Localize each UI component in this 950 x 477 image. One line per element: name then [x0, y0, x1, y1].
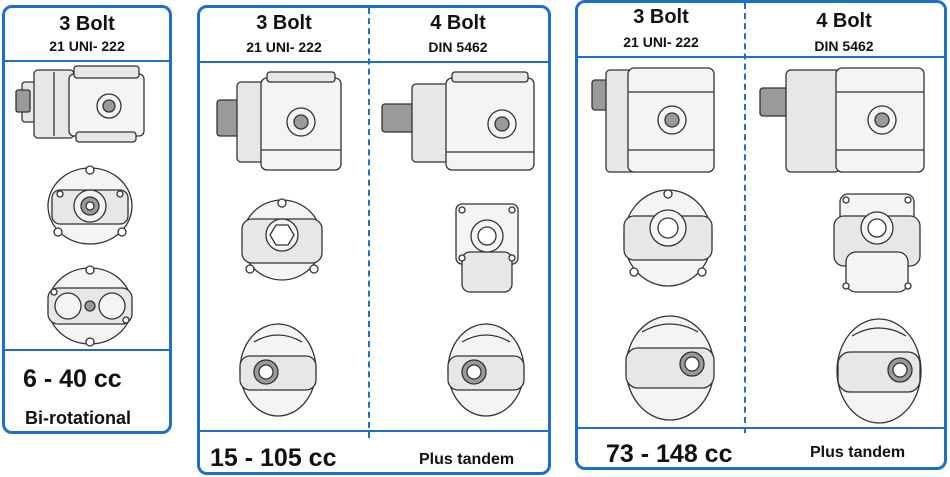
column-divider — [368, 8, 370, 438]
pump-side-view-4-bolt — [759, 67, 925, 173]
displacement-range: 15 - 105 cc — [210, 444, 337, 472]
pump-rear-view-3-bolt — [625, 315, 715, 421]
standard-label: DIN 5462 — [814, 38, 874, 54]
pump-front-flange-view — [47, 165, 133, 245]
pump-rear-view-4-bolt — [447, 323, 525, 417]
standard-label: 21 UNI- 222 — [246, 39, 322, 55]
displacement-range: 6 - 40 cc — [23, 365, 122, 393]
displacement-range: 73 - 148 cc — [606, 440, 733, 468]
tandem-note: Plus tandem — [419, 451, 515, 468]
bolt-label: 3 Bolt — [633, 6, 689, 28]
pump-front-view-4-bolt — [455, 203, 519, 293]
bolt-label: 4 Bolt — [430, 12, 486, 34]
pump-front-view-4-bolt — [833, 193, 921, 293]
pump-ports-view — [47, 265, 133, 347]
rotation-note: Bi-rotational — [25, 408, 131, 428]
pump-side-view-3-bolt — [216, 71, 342, 171]
pump-side-view-4-bolt — [381, 71, 535, 171]
standard-label: DIN 5462 — [428, 39, 488, 55]
pump-rear-view-4-bolt — [836, 318, 922, 424]
standard-label: 21 UNI- 222 — [623, 34, 699, 50]
panel-footer — [578, 427, 944, 467]
pump-front-view-3-bolt — [623, 189, 713, 287]
bolt-label: 3 Bolt — [59, 13, 115, 35]
panel-header — [200, 8, 548, 63]
bolt-label: 4 Bolt — [816, 10, 872, 32]
bolt-label: 3 Bolt — [256, 12, 312, 34]
pump-rear-view-3-bolt — [239, 323, 317, 417]
panel-footer — [200, 430, 548, 472]
pump-side-view-3-bolt — [591, 67, 715, 173]
tandem-note: Plus tandem — [810, 444, 906, 461]
column-divider — [744, 3, 746, 433]
standard-label: 21 UNI- 222 — [49, 38, 125, 54]
pump-side-view — [15, 65, 145, 143]
panel-footer — [5, 349, 169, 431]
pump-front-view-3-bolt — [241, 198, 323, 281]
panel-header — [578, 3, 944, 58]
panel-header — [5, 8, 169, 62]
